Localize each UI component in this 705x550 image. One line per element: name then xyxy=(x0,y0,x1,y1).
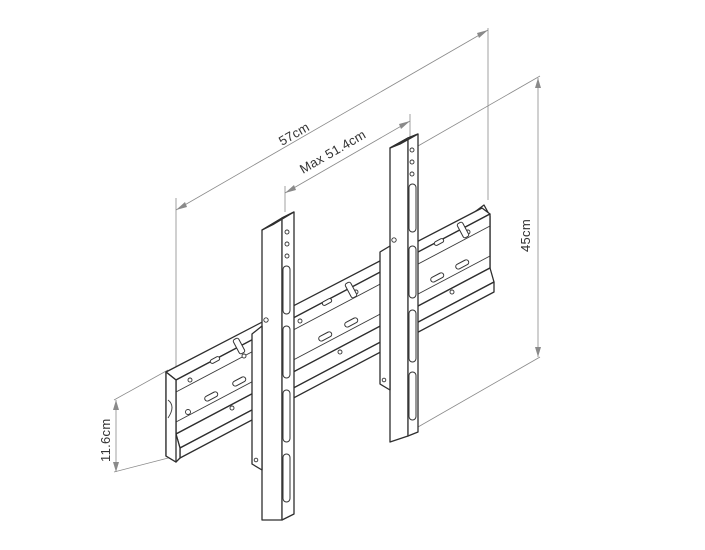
rail-height-label: 11.6cm xyxy=(98,419,113,462)
left-arm-holes xyxy=(253,229,291,503)
height-label: 45cm xyxy=(518,219,533,252)
dimension-rail-height: 11.6cm xyxy=(98,369,177,473)
right-arm-holes xyxy=(381,147,417,421)
right-vertical-arm xyxy=(379,133,419,443)
left-vertical-arm xyxy=(251,211,295,521)
wall-rail xyxy=(165,204,495,463)
overall-width-label: 57cm xyxy=(276,119,312,148)
dimension-height: 45cm xyxy=(417,75,541,428)
